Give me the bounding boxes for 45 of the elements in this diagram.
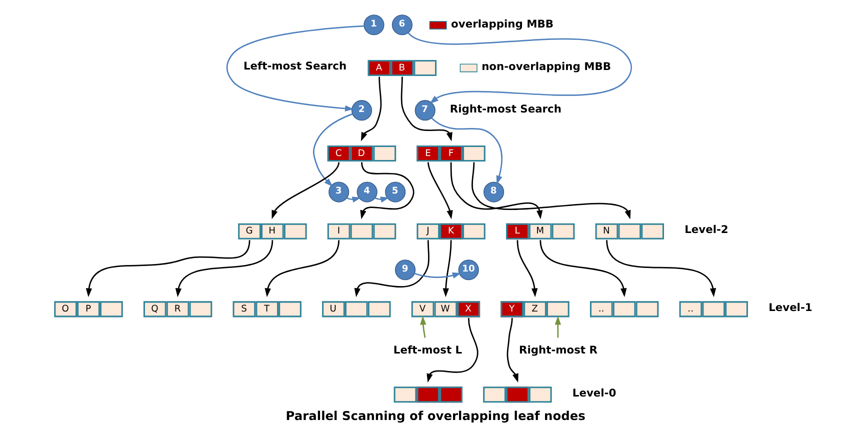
label: Right-most Search [450,102,562,116]
node-circle: 9 [394,260,416,280]
arrow [471,162,631,220]
arrow [374,196,390,203]
arrow [516,240,538,298]
node-text: Left-most L [393,344,462,357]
arrow [400,76,452,142]
node-circle: 10 [458,260,479,280]
arrow [360,76,382,142]
node-circle: 3 [328,182,350,202]
node-circle: 2 [351,100,372,121]
caption: Parallel Scanning of overlapping leaf nodes [286,409,586,424]
arrow [175,240,274,298]
arrow [354,240,430,298]
arrow [450,162,543,220]
arrow [540,240,627,298]
arrow [431,118,502,185]
node-text: Right-most R [518,344,598,357]
label: Level-0 [572,386,616,400]
arrow [554,316,562,338]
label: Left-most Search [243,60,347,73]
arrow [226,25,364,112]
arrow [426,318,478,383]
node-circle: 8 [484,182,504,202]
arrow [420,316,426,338]
arrow [606,240,716,298]
node-circle: 6 [392,14,413,36]
label: Level-1 [768,300,812,314]
node-circle: 1 [364,14,384,36]
node-circle: 4 [356,182,378,202]
label: Level-2 [684,223,728,236]
arrow [264,240,340,298]
arrow [346,196,362,203]
arrow [414,272,462,278]
arrow [272,162,340,220]
arrow [408,32,632,104]
arrow [442,240,452,298]
arrow [313,113,352,187]
node-circle: 5 [385,182,406,202]
legend-label: overlapping MBB [451,17,554,30]
arrow [86,240,250,298]
node-circle: 7 [414,100,436,121]
legend-label: non-overlapping MBB [482,60,611,74]
arrow [427,162,453,220]
arrow [506,318,518,383]
